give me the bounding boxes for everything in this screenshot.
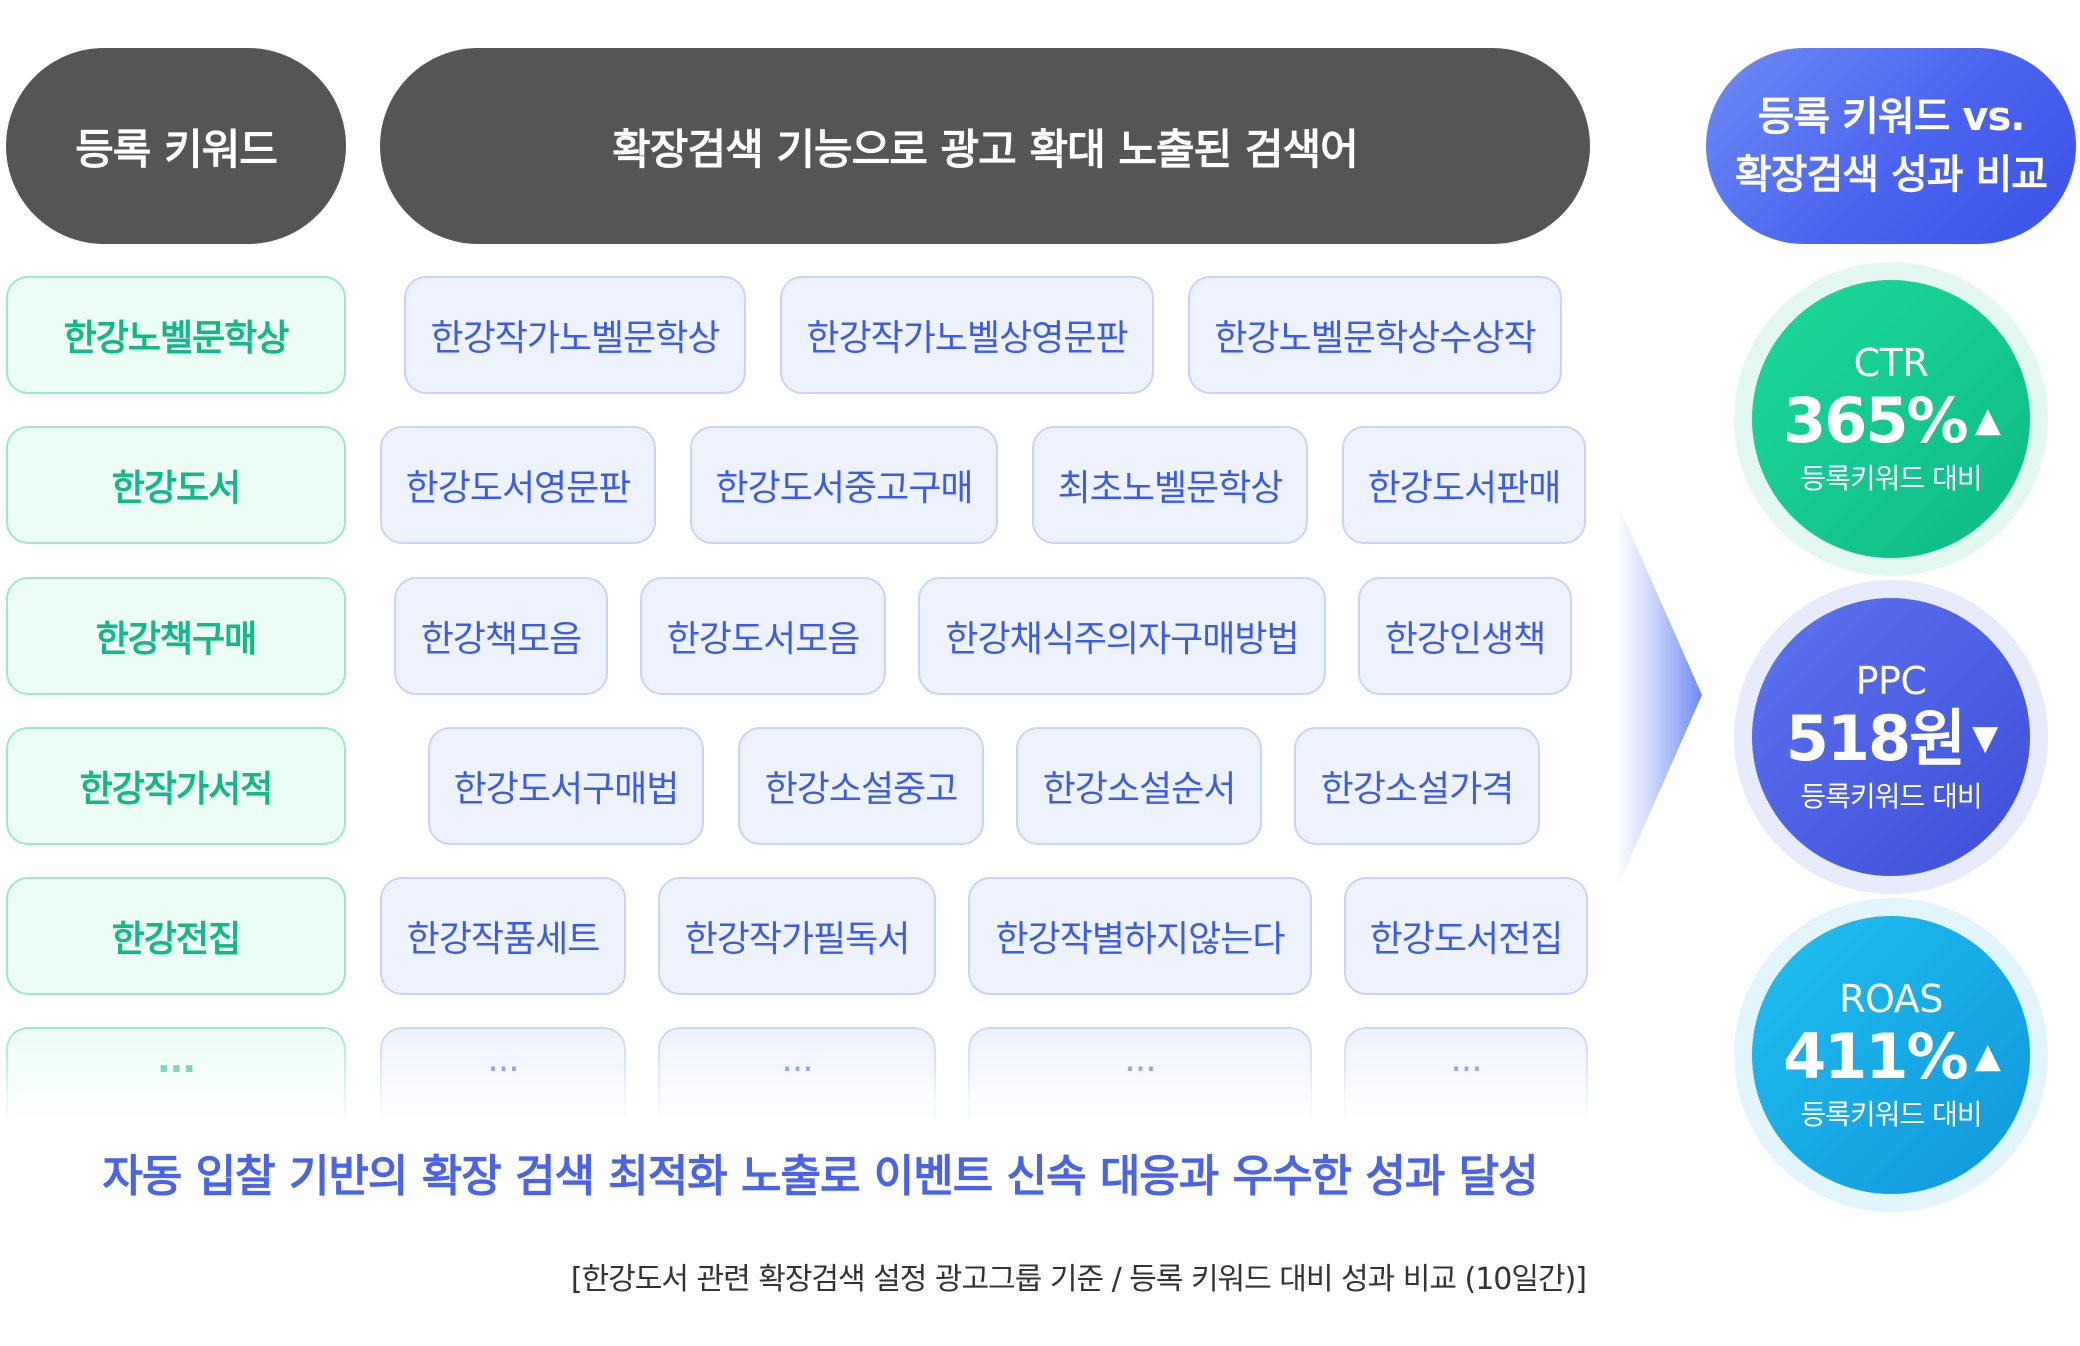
extended-term-text: 한강작가노벨문학상: [430, 318, 720, 359]
extended-term-chip: 한강도서구매법: [428, 727, 704, 845]
extended-term-text: 한강작가필독서: [684, 919, 911, 960]
arrow-right-icon: [1616, 500, 1702, 890]
triangle-up-icon: ▲: [1974, 400, 2001, 441]
extended-term-text: 한강소설가격: [1320, 769, 1515, 810]
extended-term-chip: 한강노벨문학상수상작: [1188, 276, 1562, 394]
metric-value: 365%: [1783, 384, 1969, 458]
ellipsis-text: ···: [1124, 1049, 1156, 1090]
metric-label: CTR: [1853, 341, 1929, 386]
extended-term-chip: 한강인생책: [1358, 577, 1572, 695]
triangle-down-icon: ▼: [1972, 718, 1998, 759]
registered-keyword-text: 한강노벨문학상: [63, 318, 290, 359]
metric-label: ROAS: [1839, 977, 1943, 1022]
extended-term-text: 한강채식주의자구매방법: [945, 619, 1299, 660]
extended-term-text: 한강도서판매: [1367, 468, 1562, 509]
header-comparison-line2: 확장검색 성과 비교: [1734, 152, 2048, 198]
roas-metric-circle: ROAS 411% ▲ 등록키워드 대비: [1752, 916, 2030, 1194]
metric-sub: 등록키워드 대비: [1800, 1097, 1982, 1131]
extended-term-chip: 한강도서중고구매: [690, 426, 998, 544]
extended-term-chip: 한강도서영문판: [380, 426, 656, 544]
registered-keyword-chip: 한강도서: [6, 426, 346, 544]
extended-term-text: 한강책모음: [420, 619, 583, 660]
ellipsis-text: ···: [156, 1049, 196, 1090]
registered-keyword-text: 한강전집: [111, 919, 241, 960]
header-comparison: 등록 키워드 vs. 확장검색 성과 비교: [1706, 48, 2076, 244]
metric-value-wrap: 411% ▲: [1783, 1020, 2001, 1094]
ppc-metric-circle: PPC 518원 ▼ 등록키워드 대비: [1752, 598, 2030, 876]
extended-term-text: 한강도서구매법: [453, 769, 680, 810]
header-extended-search-terms: 확장검색 기능으로 광고 확대 노출된 검색어: [380, 48, 1590, 244]
extended-term-chip: 한강작가노벨문학상: [404, 276, 746, 394]
extended-term-text: 한강도서영문판: [405, 468, 632, 509]
extended-term-more: ···: [658, 1027, 936, 1117]
triangle-up-icon: ▲: [1974, 1036, 2001, 1077]
ellipsis-text: ···: [781, 1049, 813, 1090]
extended-term-chip: 한강소설순서: [1016, 727, 1262, 845]
extended-term-more: ···: [380, 1027, 626, 1117]
extended-term-text: 한강노벨문학상수상작: [1214, 318, 1536, 359]
extended-term-more: ···: [968, 1027, 1312, 1117]
summary-text: 자동 입찰 기반의 확장 검색 최적화 노출로 이벤트 신속 대응과 우수한 성…: [102, 1151, 1538, 1202]
extended-term-text: 한강도서전집: [1369, 919, 1564, 960]
header-comparison-line1: 등록 키워드 vs.: [1757, 94, 2026, 140]
registered-keyword-chip: 한강책구매: [6, 577, 346, 695]
extended-term-chip: 한강작가노벨상영문판: [780, 276, 1154, 394]
extended-term-text: 한강인생책: [1384, 619, 1547, 660]
registered-keyword-chip: 한강노벨문학상: [6, 276, 346, 394]
metric-value-wrap: 365% ▲: [1783, 384, 2001, 458]
ctr-metric-circle: CTR 365% ▲ 등록키워드 대비: [1752, 280, 2030, 558]
extended-term-text: 한강소설중고: [764, 769, 959, 810]
extended-term-chip: 한강작품세트: [380, 877, 626, 995]
footnote-text: [한강도서 관련 확장검색 설정 광고그룹 기준 / 등록 키워드 대비 성과 …: [570, 1262, 1587, 1297]
registered-keyword-text: 한강작가서적: [79, 769, 274, 810]
ellipsis-text: ···: [487, 1049, 519, 1090]
metric-label: PPC: [1855, 659, 1927, 704]
metric-value-wrap: 518원 ▼: [1785, 702, 1999, 776]
extended-term-chip: 한강작별하지않는다: [968, 877, 1312, 995]
registered-keyword-text: 한강도서: [111, 468, 241, 509]
extended-term-chip: 최초노벨문학상: [1032, 426, 1308, 544]
extended-term-chip: 한강소설가격: [1294, 727, 1540, 845]
extended-term-chip: 한강도서전집: [1344, 877, 1588, 995]
extended-term-chip: 한강책모음: [394, 577, 608, 695]
extended-term-more: ···: [1344, 1027, 1588, 1117]
metric-value: 518원: [1785, 702, 1966, 776]
header-registered-keywords: 등록 키워드: [6, 48, 346, 244]
registered-keyword-chip: 한강작가서적: [6, 727, 346, 845]
extended-term-chip: 한강도서모음: [640, 577, 886, 695]
header-extended-label: 확장검색 기능으로 광고 확대 노출된 검색어: [612, 124, 1359, 174]
extended-term-text: 한강소설순서: [1042, 769, 1237, 810]
extended-term-text: 한강작가노벨상영문판: [806, 318, 1128, 359]
extended-term-chip: 한강소설중고: [738, 727, 984, 845]
ellipsis-text: ···: [1450, 1049, 1482, 1090]
metric-value: 411%: [1783, 1020, 1969, 1094]
extended-term-text: 한강작별하지않는다: [995, 919, 1285, 960]
registered-keyword-chip: 한강전집: [6, 877, 346, 995]
extended-term-text: 한강도서모음: [666, 619, 861, 660]
extended-term-text: 최초노벨문학상: [1057, 468, 1284, 509]
registered-keyword-more: ···: [6, 1027, 346, 1117]
extended-term-chip: 한강도서판매: [1342, 426, 1586, 544]
header-registered-label: 등록 키워드: [75, 124, 278, 174]
extended-term-text: 한강작품세트: [406, 919, 601, 960]
metric-sub: 등록키워드 대비: [1800, 461, 1982, 495]
metric-sub: 등록키워드 대비: [1800, 779, 1982, 813]
extended-term-chip: 한강작가필독서: [658, 877, 936, 995]
extended-term-chip: 한강채식주의자구매방법: [918, 577, 1326, 695]
extended-term-text: 한강도서중고구매: [715, 468, 974, 509]
registered-keyword-text: 한강책구매: [95, 619, 258, 660]
